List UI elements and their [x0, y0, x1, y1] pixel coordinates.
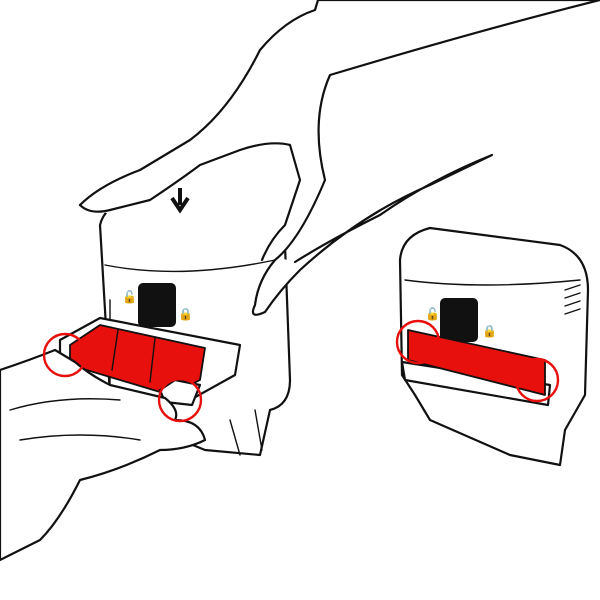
- slider-right: [440, 298, 478, 342]
- slider-left: [138, 283, 176, 327]
- highlight-circle-left-1: [42, 332, 88, 378]
- lock-open-icon: 🔓: [425, 307, 440, 321]
- highlight-circle-right-1: [395, 319, 441, 365]
- lock-closed-icon: 🔒: [482, 324, 497, 338]
- hand-bottom: [0, 348, 207, 562]
- stamp-right: 🔓 🔒: [398, 226, 590, 467]
- arrow-down-icon: [170, 188, 190, 214]
- highlight-circle-right-2: [514, 357, 560, 403]
- highlight-circle-left-2: [157, 377, 203, 423]
- lock-open-icon: 🔓: [122, 290, 137, 304]
- ink-pad-right: [407, 329, 546, 396]
- lock-closed-icon: 🔒: [178, 307, 193, 321]
